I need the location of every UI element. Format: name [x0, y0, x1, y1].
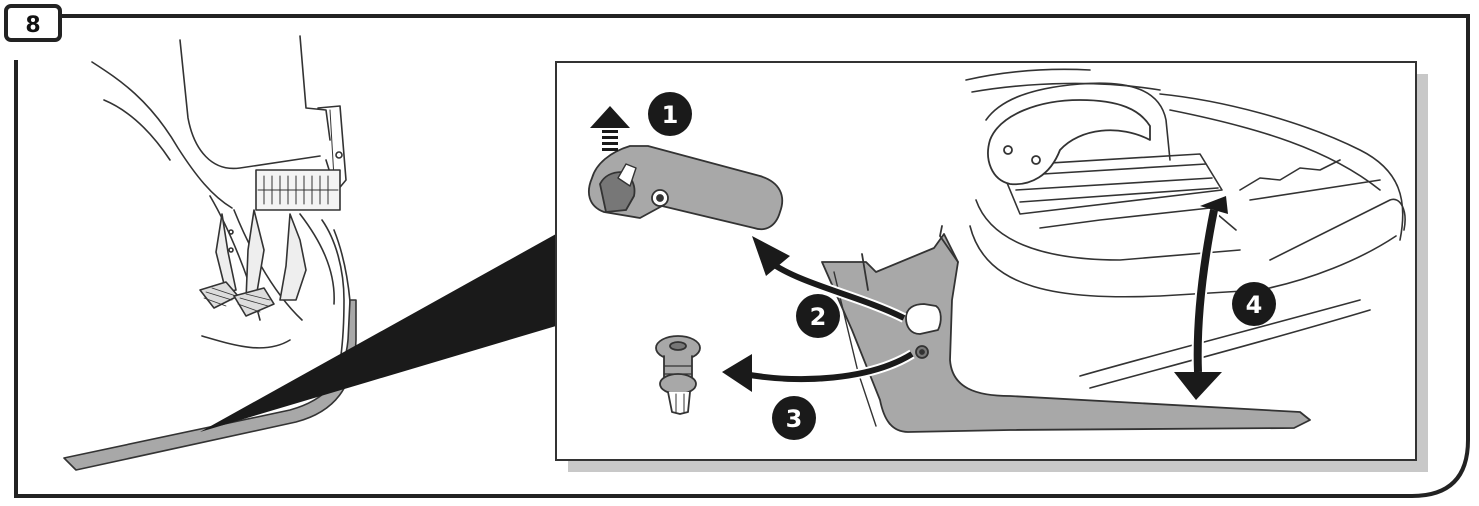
callout-4: 4	[1232, 282, 1276, 326]
removed-trim-clip	[588, 145, 784, 231]
sill-trim-panel	[821, 233, 1311, 433]
pull-up-arrow	[590, 106, 630, 151]
step-badge: 8	[4, 4, 62, 42]
overview-sill-trim	[63, 299, 357, 471]
remove-clip-arrow	[752, 236, 907, 323]
callout-1-number: 1	[662, 101, 679, 129]
callout-2: 2	[796, 294, 840, 338]
outer-frame	[14, 14, 1470, 498]
push-pin-clip	[655, 335, 701, 415]
lift-trim-arrow	[1174, 196, 1228, 400]
remove-pin-arrow	[722, 349, 915, 392]
detail-scene	[588, 68, 1406, 433]
callout-4-number: 4	[1246, 291, 1263, 319]
zoom-wedge	[200, 234, 556, 432]
callout-2-number: 2	[810, 303, 827, 331]
seat-handle	[987, 99, 1151, 186]
callout-1: 1	[648, 92, 692, 136]
callout-3: 3	[772, 396, 816, 440]
overview-scene	[63, 35, 357, 471]
callout-3-number: 3	[786, 405, 803, 433]
step-number: 8	[25, 13, 40, 38]
